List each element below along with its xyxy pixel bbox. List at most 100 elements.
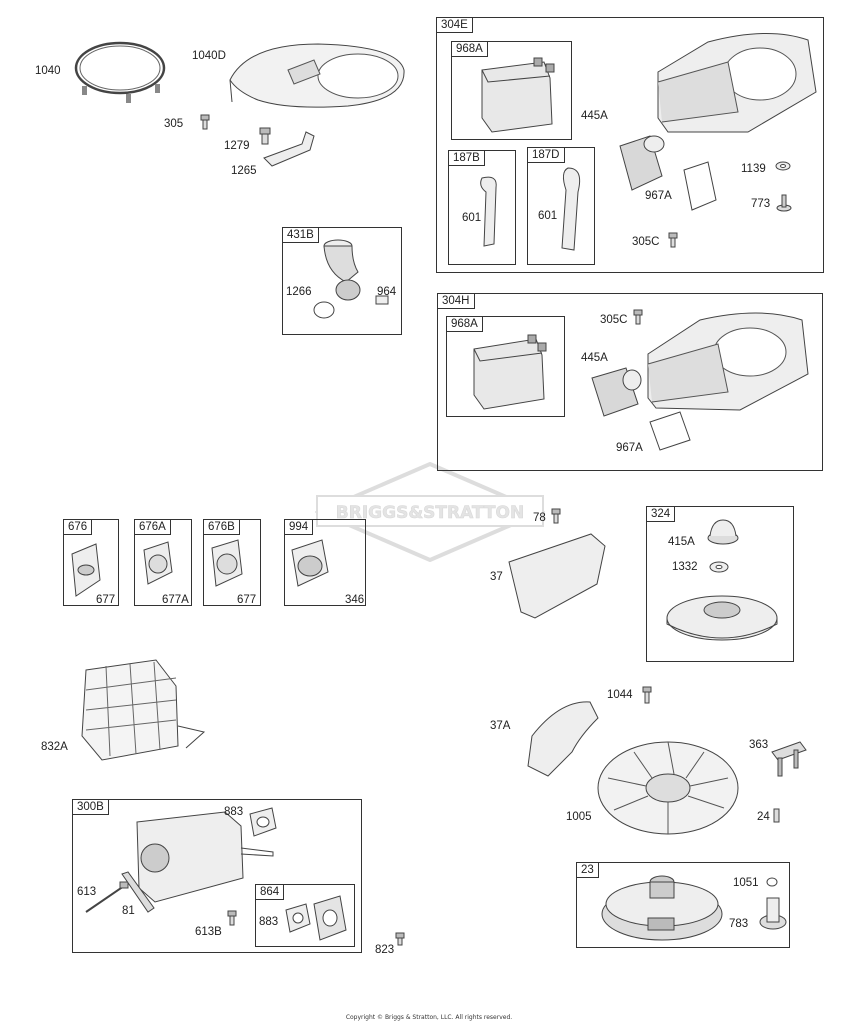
group-864: 864 (255, 884, 355, 947)
label-832A: 832A (41, 741, 68, 753)
group-tag-864: 864 (256, 885, 285, 900)
gear-783 (758, 892, 788, 932)
label-967A-lower: 967A (616, 442, 643, 454)
label-1044: 1044 (607, 689, 633, 701)
label-677A: 677A (162, 594, 189, 606)
label-883-b: 883 (259, 916, 279, 928)
guard-994 (286, 538, 336, 590)
nut-1051 (766, 876, 778, 888)
label-613: 613 (77, 886, 97, 898)
label-1051: 1051 (733, 877, 759, 889)
group-23: 23 (576, 862, 790, 948)
label-1040D: 1040D (192, 50, 226, 62)
blower-housing-304H (640, 304, 812, 416)
group-tag-968A-lower: 968A (447, 317, 483, 332)
screw-305C-upper (667, 232, 679, 248)
label-445A-upper: 445A (581, 110, 608, 122)
muffler-guard-832A (66, 656, 206, 764)
tube-187D (554, 162, 590, 258)
group-968A-lower: 968A (446, 316, 565, 417)
cleaner-968A-upper (478, 58, 570, 134)
bolt-613 (80, 880, 130, 916)
group-676B: 676B (203, 519, 261, 606)
label-967A-upper: 967A (645, 190, 672, 202)
bracket-1265 (262, 130, 322, 170)
plate-81 (118, 870, 158, 914)
group-tag-431B: 431B (283, 228, 319, 243)
guard-676B (206, 538, 248, 590)
adapter-864 (310, 894, 354, 944)
label-883-a: 883 (224, 806, 244, 818)
label-415A: 415A (668, 536, 695, 548)
label-24: 24 (757, 811, 770, 823)
label-773: 773 (751, 198, 771, 210)
cap-415A (706, 516, 740, 546)
baffle-37 (505, 532, 609, 620)
label-1279: 1279 (224, 140, 250, 152)
label-1040: 1040 (35, 65, 61, 77)
group-324: 324 (646, 506, 794, 662)
blower-housing-304E (648, 22, 820, 142)
elbow-431B (300, 232, 390, 322)
label-964: 964 (377, 286, 397, 298)
label-363: 363 (749, 739, 769, 751)
group-676: 676 (63, 519, 119, 606)
group-tag-304E: 304E (437, 18, 473, 33)
label-346: 346 (345, 594, 365, 606)
guard-676 (66, 540, 106, 600)
label-1266: 1266 (286, 286, 312, 298)
group-994: 994 (284, 519, 366, 606)
group-tag-324: 324 (647, 507, 676, 522)
label-37: 37 (490, 571, 503, 583)
group-tag-968A-upper: 968A (452, 42, 488, 57)
ring-1040 (72, 38, 172, 103)
group-304H: 304H (437, 293, 823, 471)
brand-watermark: BRIGGS&STRATTON (315, 462, 545, 562)
gasket-883-b (282, 902, 312, 934)
label-1005: 1005 (566, 811, 592, 823)
label-305C-lower: 305C (600, 314, 628, 326)
label-601-a: 601 (462, 212, 482, 224)
copyright-text: Copyright © Briggs & Stratton, LLC. All … (345, 1014, 513, 1021)
group-tag-23: 23 (577, 863, 599, 878)
screw-823 (394, 932, 406, 946)
group-187D: 187D (527, 147, 595, 265)
group-tag-187B: 187B (449, 151, 485, 166)
cover-324 (664, 588, 780, 644)
group-431B: 431B (282, 227, 402, 335)
flywheel-23 (600, 866, 724, 944)
screw-1279 (258, 127, 272, 145)
group-tag-676A: 676A (135, 520, 171, 535)
label-677-a: 677 (96, 594, 116, 606)
sleeve-967A-lower (646, 410, 694, 452)
label-305: 305 (164, 118, 184, 130)
group-676A: 676A (134, 519, 192, 606)
group-tag-676B: 676B (204, 520, 240, 535)
label-445A-lower: 445A (581, 352, 608, 364)
label-613B: 613B (195, 926, 222, 938)
screw-305C-lower (632, 309, 644, 325)
sleeve-967A-upper (680, 160, 720, 212)
screw-773 (776, 194, 792, 212)
group-tag-300B: 300B (73, 800, 109, 815)
group-tag-187D: 187D (528, 148, 565, 163)
label-305C-upper: 305C (632, 236, 660, 248)
group-tag-676: 676 (64, 520, 93, 535)
group-187B: 187B (448, 150, 516, 265)
tube-187B (474, 172, 510, 260)
label-1332: 1332 (672, 561, 698, 573)
label-78: 78 (533, 512, 546, 524)
baffle-37A (520, 696, 602, 778)
flywheel-fan-1005 (594, 716, 742, 840)
label-823: 823 (375, 944, 395, 956)
label-81: 81 (122, 905, 135, 917)
group-tag-994: 994 (285, 520, 314, 535)
gasket-883-a (246, 806, 280, 838)
label-677-b: 677 (237, 594, 257, 606)
label-1265: 1265 (231, 165, 257, 177)
cover-1040D (228, 40, 408, 112)
screw-305 (198, 114, 212, 130)
screw-1044 (641, 686, 653, 704)
group-tag-304H: 304H (438, 294, 475, 309)
washer-1139 (774, 160, 792, 172)
